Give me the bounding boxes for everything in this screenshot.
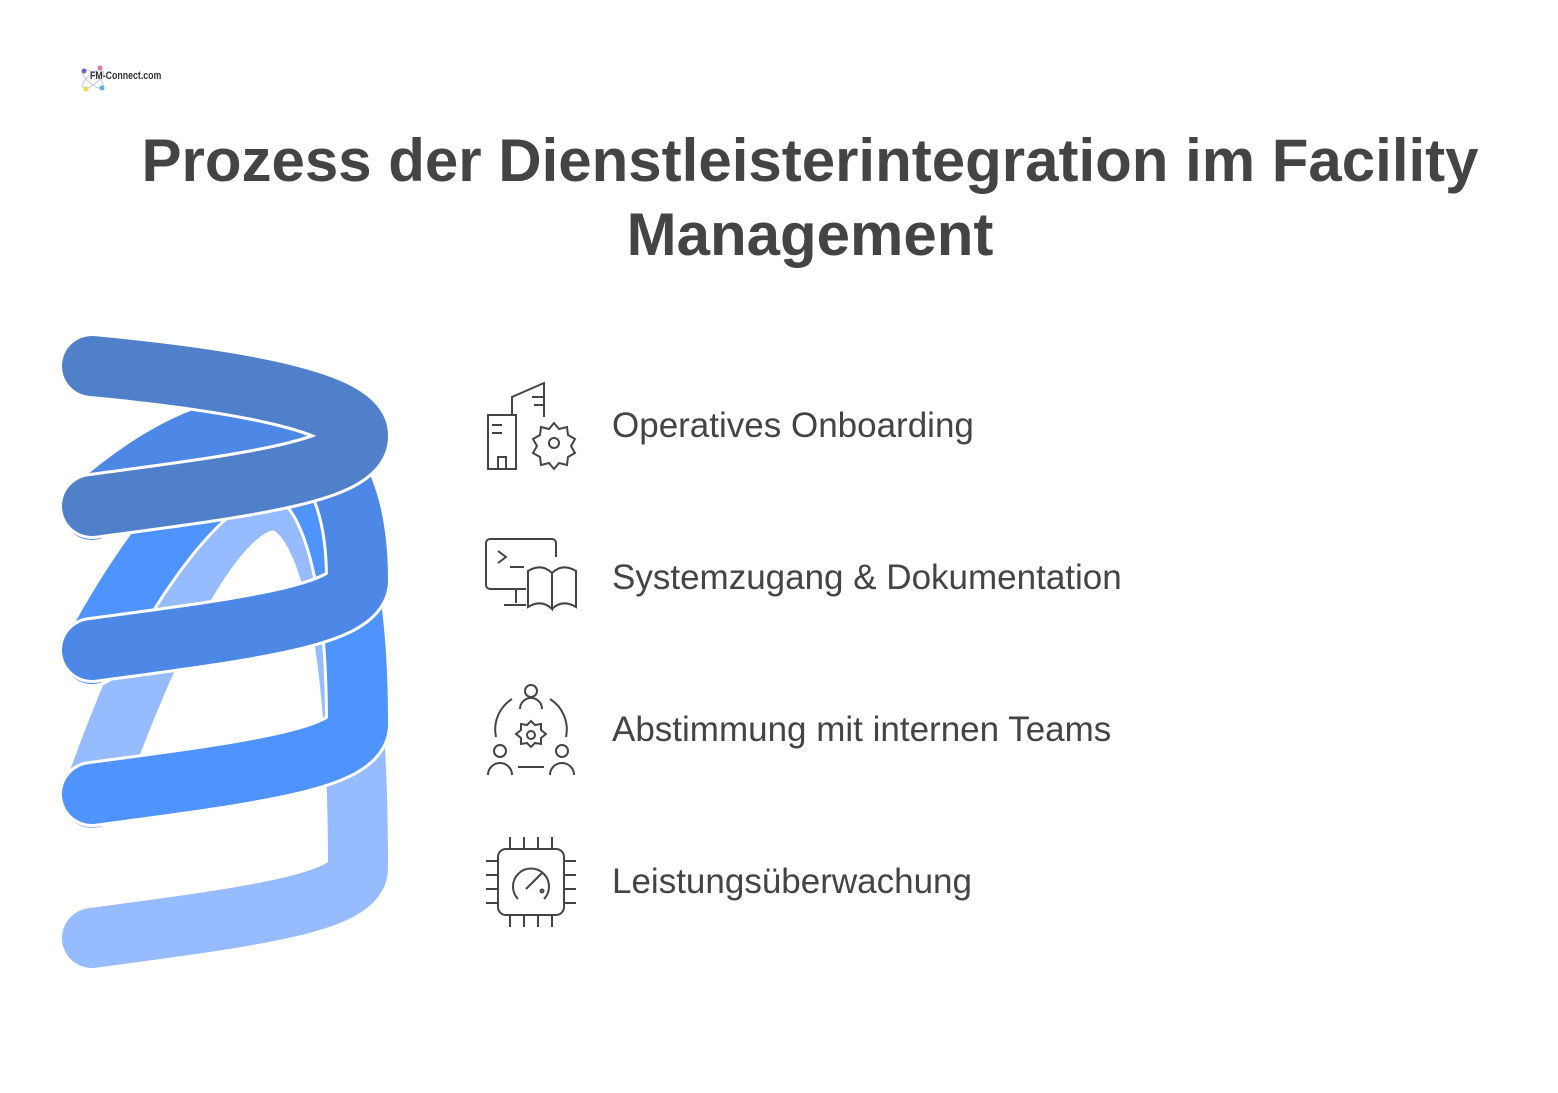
chip-gauge-icon (486, 837, 576, 927)
logo-atom-icon (81, 65, 105, 92)
step-label: Leistungsüberwachung (612, 862, 972, 901)
spiral-diagram (59, 333, 392, 971)
spiral-coil-1 (59, 333, 392, 539)
step-systemzugang: Systemzugang & Dokumentation (482, 528, 1122, 628)
step-label: Abstimmung mit internen Teams (612, 710, 1112, 749)
step-label: Operatives Onboarding (612, 406, 974, 445)
spiral-coil-2 (59, 393, 392, 683)
step-abstimmung: Abstimmung mit internen Teams (482, 680, 1111, 780)
logo: FM-Connect.com (78, 62, 162, 96)
logo-text: FM-Connect.com (90, 70, 162, 82)
team-gear-icon (487, 684, 575, 776)
spiral-coil-stroke (62, 336, 389, 536)
step-label: Systemzugang & Dokumentation (612, 558, 1122, 597)
building-gear-icon (487, 381, 577, 471)
monitor-book-icon (485, 538, 577, 612)
spiral-coil-stroke (62, 396, 389, 680)
step-operatives-onboarding: Operatives Onboarding (482, 376, 974, 476)
page-title: Prozess der Dienstleisterintegration im … (141, 127, 1479, 268)
step-leistungsueberwachung: Leistungsüberwachung (482, 832, 972, 932)
